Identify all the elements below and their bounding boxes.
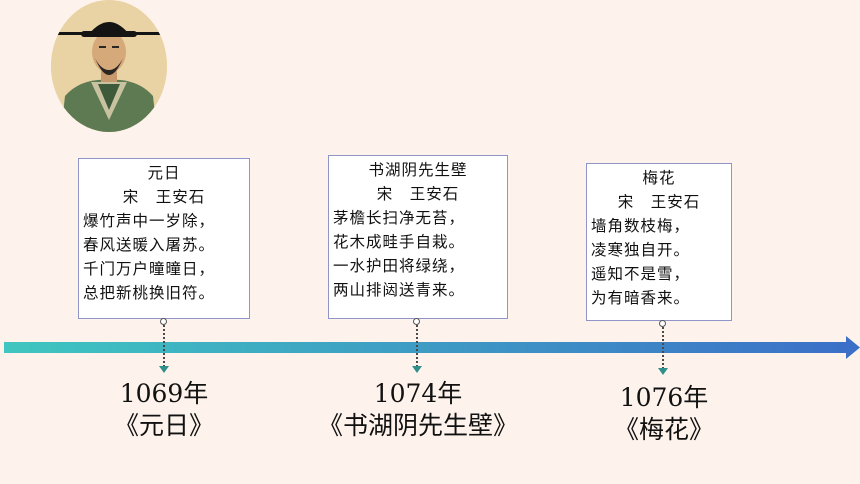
poem-line: 茅檐长扫净无苔，: [333, 209, 466, 227]
poem-author: 宋 王安石: [376, 185, 460, 203]
poem-line: 为有暗香来。: [591, 289, 691, 307]
poem-line: 遥知不是雪，: [591, 265, 691, 283]
poem-title: 书湖阴先生壁: [368, 161, 468, 179]
connector-line: [662, 327, 664, 369]
timeline-axis: [4, 336, 860, 359]
poem-box-shuhuyin: 书湖阴先生壁 宋 王安石 茅檐长扫净无苔， 花木成畦手自栽。 一水护田将绿绕， …: [328, 155, 508, 319]
poem-title: 梅花: [642, 169, 676, 187]
poem-label: 《梅花》: [613, 415, 714, 444]
poem-title: 元日: [147, 164, 181, 182]
connector-arrow: [658, 368, 668, 375]
poem-line: 凌寒独自开。: [591, 241, 691, 259]
poem-line: 总把新桃换旧符。: [83, 284, 216, 302]
year-label-1069: 1069年 《元日》: [94, 378, 234, 442]
connector-dot: [413, 318, 420, 325]
poem-author: 宋 王安石: [122, 188, 206, 206]
poem-label: 《书湖阴先生壁》: [318, 411, 519, 440]
poem-line: 千门万户曈曈日，: [83, 260, 216, 278]
poem-line: 一水护田将绿绕，: [333, 257, 466, 275]
poem-box-yuanri: 元日 宋 王安石 爆竹声中一岁除， 春风送暖入屠苏。 千门万户曈曈日， 总把新桃…: [78, 158, 250, 319]
poem-author: 宋 王安石: [617, 193, 701, 211]
poem-box-meihua: 梅花 宋 王安石 墙角数枝梅， 凌寒独自开。 遥知不是雪， 为有暗香来。: [586, 163, 732, 321]
year-text: 1069年: [119, 379, 209, 408]
connector-line: [163, 325, 165, 367]
connector-dot: [659, 320, 666, 327]
portrait-icon: [51, 0, 167, 132]
year-text: 1074年: [373, 379, 463, 408]
year-label-1076: 1076年 《梅花》: [604, 382, 724, 446]
poem-line: 花木成畦手自栽。: [333, 233, 466, 251]
connector-arrow: [159, 366, 169, 373]
connector-line: [416, 325, 418, 367]
poem-line: 两山排闼送青来。: [333, 281, 466, 299]
poem-line: 爆竹声中一岁除，: [83, 212, 216, 230]
year-text: 1076年: [619, 383, 709, 412]
year-label-1074: 1074年 《书湖阴先生壁》: [318, 378, 518, 442]
connector-dot: [160, 318, 167, 325]
poem-line: 墙角数枝梅，: [591, 217, 691, 235]
poem-label: 《元日》: [113, 411, 214, 440]
poem-line: 春风送暖入屠苏。: [83, 236, 216, 254]
connector-arrow: [412, 366, 422, 373]
